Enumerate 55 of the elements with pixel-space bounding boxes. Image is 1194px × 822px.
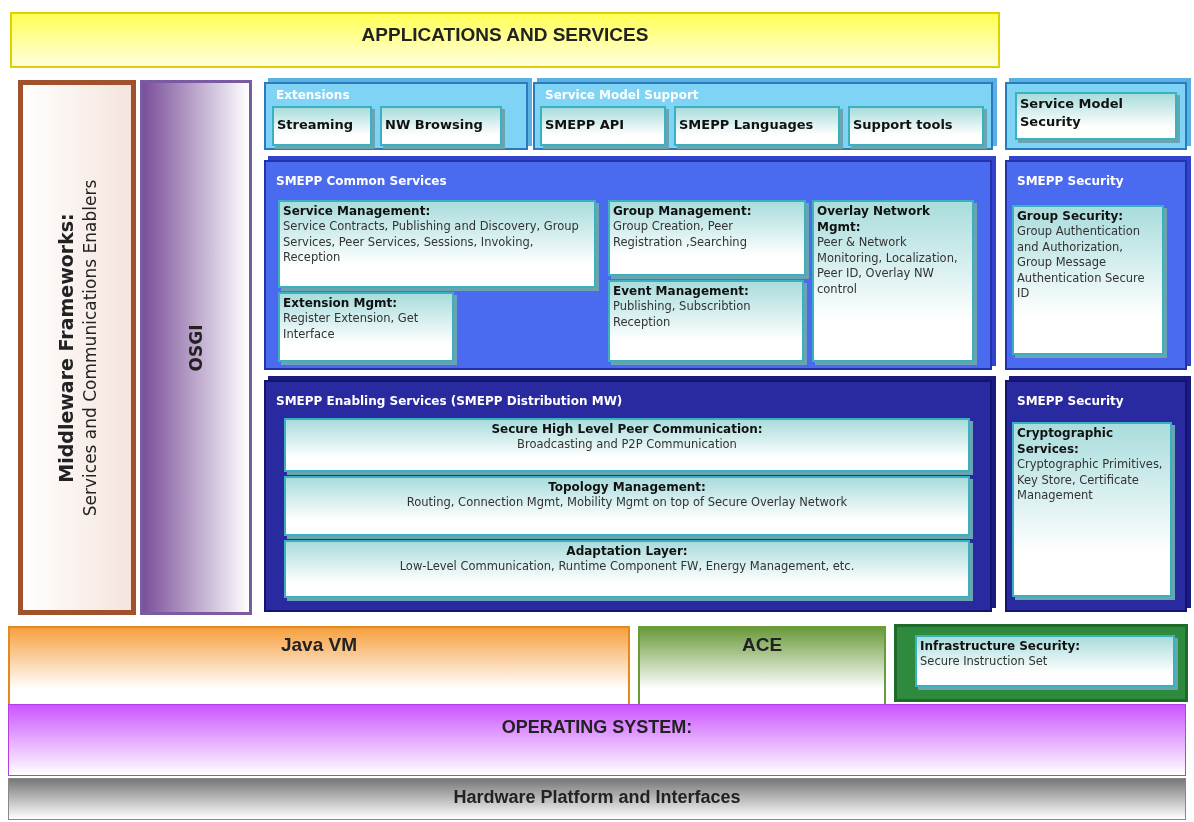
box-heading: Secure High Level Peer Communication:	[490, 421, 764, 438]
component-box	[1012, 205, 1164, 355]
box-description: Secure Instruction Set	[920, 654, 1049, 670]
panel-title: SMEPP Security	[1017, 174, 1124, 188]
framework-column	[18, 80, 136, 615]
component-box	[284, 476, 970, 536]
box-heading: Overlay Network Mgmt:	[817, 203, 932, 236]
box-description: Peer & Network Monitoring, Localization, Peer ID, Overlay NW control	[817, 235, 959, 298]
box-description: Group Creation, Peer Registration ,Searching	[613, 219, 748, 251]
layer-bar: OPERATING SYSTEM:	[8, 704, 1186, 776]
box-heading: Group Security:	[1017, 208, 1125, 225]
box-heading: Service Management:	[283, 203, 432, 220]
column-title: OSGI	[184, 324, 207, 371]
panel-title: Extensions	[276, 88, 350, 102]
box-description: Broadcasting and P2P Communication	[516, 437, 738, 453]
component-panel	[894, 624, 1188, 702]
component-box	[284, 540, 970, 598]
panel-title: SMEPP Security	[1017, 394, 1124, 408]
component-box	[284, 418, 970, 472]
component-box: SMEPP Languages	[674, 106, 840, 146]
column-subtitle: Services and Communications Enablers	[78, 179, 101, 516]
layer-bar: Java VM	[8, 626, 630, 706]
box-heading: Event Management:	[613, 283, 750, 300]
box-heading: Extension Mgmt:	[283, 295, 399, 312]
component-box	[812, 200, 974, 362]
column-title: Middleware Frameworks:	[53, 211, 78, 485]
box-description: Service Contracts, Publishing and Discovery, Group Services, Peer Services, Sessions, Invoking, Reception	[283, 219, 580, 266]
box-heading: Cryptographic Services:	[1017, 425, 1115, 458]
panel-title: SMEPP Enabling Services (SMEPP Distribution MW)	[276, 394, 623, 408]
box-heading: Infrastructure Security:	[920, 638, 1082, 655]
component-box	[278, 200, 596, 288]
box-description: Group Authentication and Authorization, Group Message Authentication Secure ID	[1017, 224, 1146, 302]
component-box	[278, 292, 454, 362]
component-box: NW Browsing	[380, 106, 502, 146]
layer-bar: ACE	[638, 626, 886, 706]
box-description: Publishing, Subscribtion Reception	[613, 299, 752, 331]
component-box: SMEPP API	[540, 106, 666, 146]
box-heading: Service Model Security	[1020, 95, 1125, 131]
panel-title: Service Model Support	[545, 88, 699, 102]
box-heading: Group Management:	[613, 203, 753, 220]
framework-column	[140, 80, 252, 615]
component-box	[608, 200, 806, 276]
box-description: Routing, Connection Mgmt, Mobility Mgmt on top of Secure Overlay Network	[405, 495, 849, 511]
layer-bar: APPLICATIONS AND SERVICES	[10, 12, 1000, 68]
component-box: Support tools	[848, 106, 984, 146]
box-heading: Adaptation Layer:	[565, 543, 689, 560]
box-description: Register Extension, Get Interface	[283, 311, 420, 343]
layer-bar: Hardware Platform and Interfaces	[8, 778, 1186, 820]
box-description: Low-Level Communication, Runtime Component FW, Energy Management, etc.	[398, 559, 856, 575]
panel-title: SMEPP Common Services	[276, 174, 447, 188]
component-box: Streaming	[272, 106, 372, 146]
box-heading: Topology Management:	[547, 479, 707, 496]
component-box	[608, 280, 804, 362]
component-box	[1012, 422, 1172, 597]
box-description: Cryptographic Primitives, Key Store, Certificate Management	[1017, 457, 1164, 504]
